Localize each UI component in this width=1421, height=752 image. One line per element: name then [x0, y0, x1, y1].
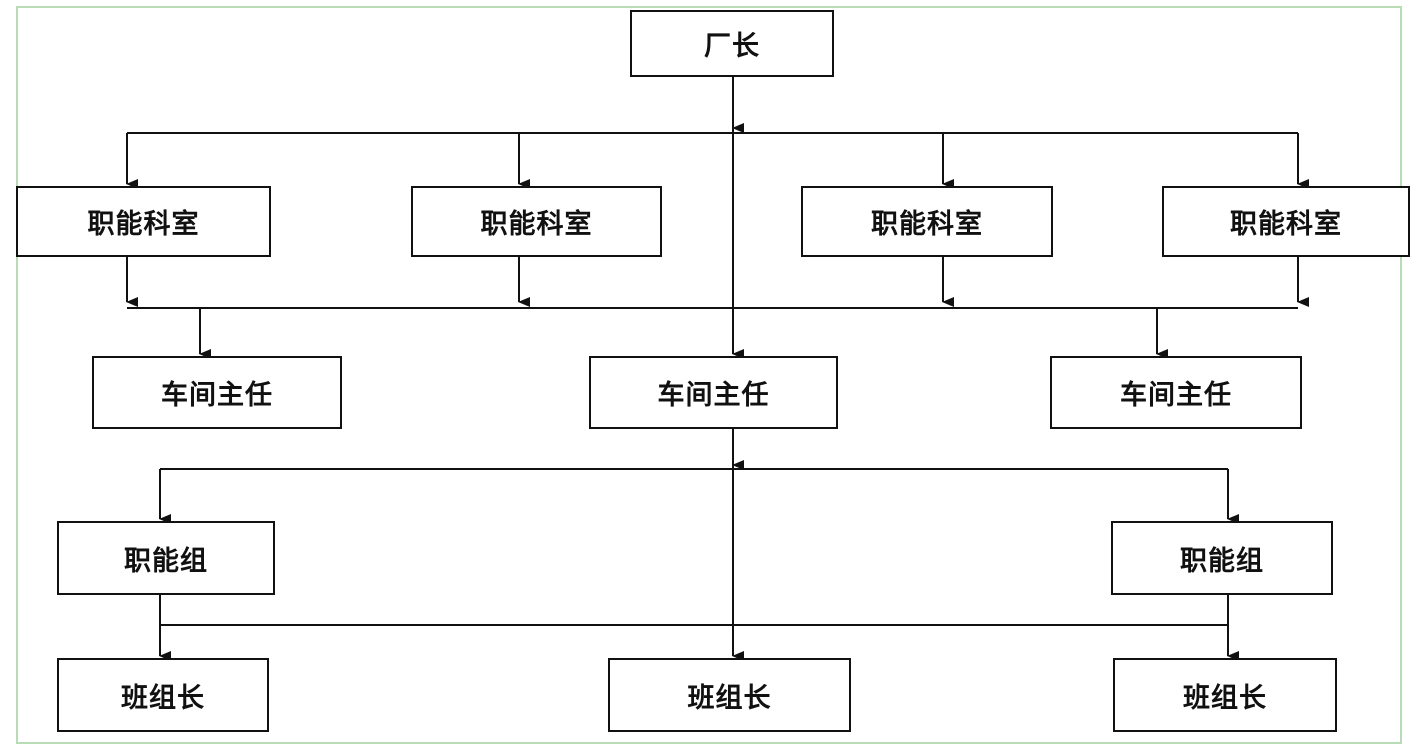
- team-leader-box-3: 班组长: [1113, 658, 1337, 732]
- workshop-director-box-1: 车间主任: [92, 356, 342, 429]
- workshop-director-box-3: 车间主任: [1050, 356, 1302, 429]
- functional-department-label-4: 职能科室: [1230, 209, 1342, 240]
- workshop-director-box-2: 车间主任: [589, 356, 838, 429]
- functional-group-box-1: 职能组: [57, 521, 275, 595]
- functional-group-label-1: 职能组: [124, 545, 208, 577]
- team-leader-label-3: 班组长: [1183, 682, 1267, 714]
- functional-department-label-2: 职能科室: [480, 209, 593, 240]
- team-leader-label-2: 班组长: [687, 682, 772, 714]
- functional-group-label-2: 职能组: [1180, 545, 1264, 577]
- functional-department-box-4: 职能科室: [1162, 186, 1410, 257]
- diagram-frame: [16, 6, 1402, 744]
- functional-department-label-3: 职能科室: [871, 209, 983, 240]
- workshop-director-label-1: 车间主任: [161, 380, 273, 411]
- team-leader-label-1: 班组长: [121, 682, 205, 714]
- factory-director-label: 厂长: [704, 31, 760, 62]
- functional-department-box-3: 职能科室: [801, 186, 1053, 257]
- functional-group-box-2: 职能组: [1111, 521, 1333, 595]
- functional-department-box-2: 职能科室: [411, 186, 662, 257]
- workshop-director-label-3: 车间主任: [1120, 380, 1232, 411]
- functional-department-label-1: 职能科室: [87, 209, 200, 240]
- team-leader-box-2: 班组长: [608, 658, 851, 732]
- team-leader-box-1: 班组长: [57, 658, 269, 732]
- factory-director-box: 厂长: [630, 10, 834, 77]
- workshop-director-label-2: 车间主任: [657, 380, 770, 411]
- functional-department-box-1: 职能科室: [16, 186, 271, 257]
